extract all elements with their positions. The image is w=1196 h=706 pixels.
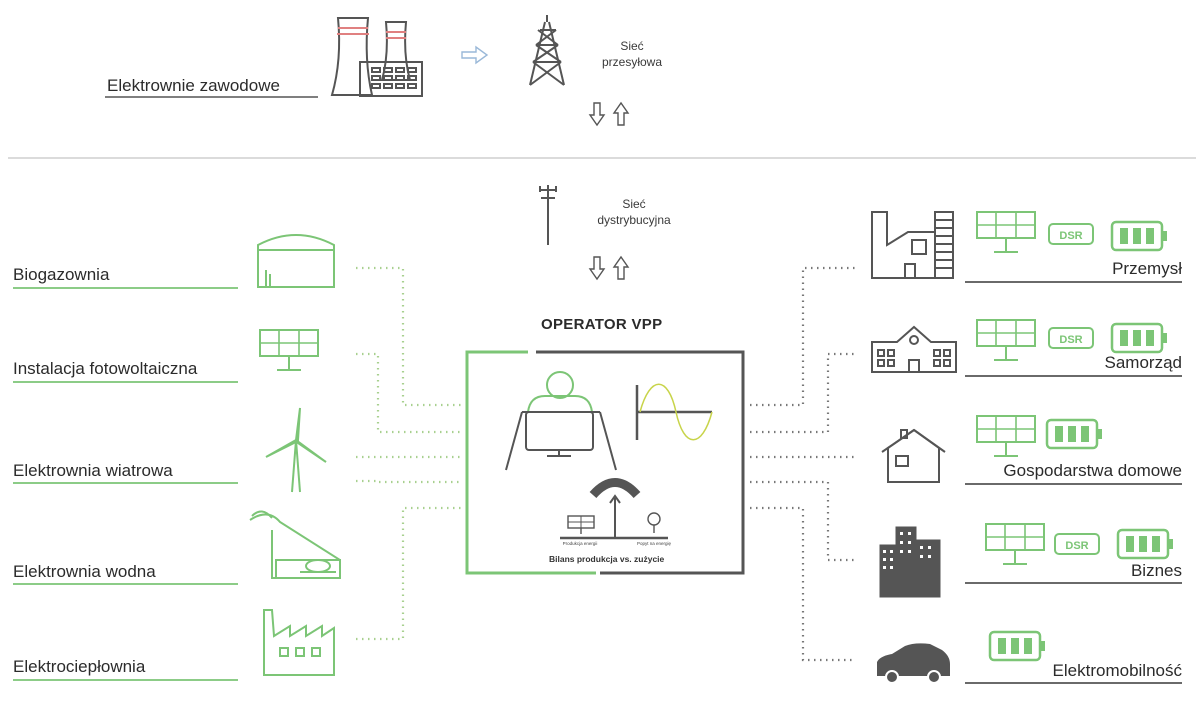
battery-icon bbox=[1110, 220, 1169, 252]
solar-panel-icon bbox=[976, 319, 1036, 361]
source-underlines bbox=[13, 287, 238, 681]
house-icon bbox=[881, 428, 946, 483]
arrow-up-icon bbox=[613, 256, 629, 280]
solar-panel-icon bbox=[985, 523, 1045, 565]
battery-icon bbox=[1045, 418, 1104, 450]
factory-icon bbox=[871, 211, 954, 279]
sine-wave-icon bbox=[635, 383, 713, 441]
consumer-label-business: Biznes bbox=[1130, 561, 1182, 580]
distribution-pole-icon bbox=[539, 185, 557, 245]
arrow-up-icon bbox=[613, 102, 629, 126]
distribution-label: Sieć dystrybucyjna bbox=[586, 196, 682, 228]
source-label-solar: Instalacja fotowoltaiczna bbox=[13, 359, 198, 378]
solar-panel-icon bbox=[976, 415, 1036, 457]
transmission-label: Sieć przesyłowa bbox=[597, 38, 667, 70]
dsr-badge: DSR bbox=[1048, 327, 1094, 349]
source-connectors bbox=[356, 266, 462, 641]
battery-icon bbox=[988, 630, 1047, 662]
consumer-label-municipality: Samorząd bbox=[1104, 353, 1182, 372]
transmission-label-line-1: Sieć bbox=[620, 39, 644, 53]
consumer-label-industry: Przemysł bbox=[1112, 259, 1182, 278]
car-icon bbox=[877, 643, 950, 684]
operator-box bbox=[465, 350, 745, 575]
operator-person-icon bbox=[505, 371, 617, 471]
balance-caption: Bilans produkcja vs. zużycie bbox=[549, 554, 665, 564]
consumption-small-label: Popyt na energię bbox=[636, 541, 672, 546]
dsr-badge: DSR bbox=[1054, 533, 1100, 555]
arrow-right-icon bbox=[461, 45, 489, 65]
consumer-connectors bbox=[750, 266, 855, 662]
school-building-icon bbox=[871, 325, 957, 373]
consumer-underlines bbox=[965, 281, 1182, 684]
battery-icon bbox=[1110, 322, 1169, 354]
hydro-plant-icon bbox=[249, 510, 341, 579]
wind-turbine-icon bbox=[265, 407, 327, 493]
source-label-biogas: Biogazownia bbox=[13, 265, 110, 284]
solar-panel-icon bbox=[259, 329, 319, 371]
transmission-tower-icon bbox=[529, 15, 565, 86]
source-label-hydro: Elektrownia wodna bbox=[13, 562, 156, 581]
battery-icon bbox=[1116, 528, 1175, 560]
distribution-label-line-2: dystrybucyjna bbox=[597, 213, 671, 227]
distribution-label-line-1: Sieć bbox=[622, 197, 646, 211]
solar-panel-icon bbox=[976, 211, 1036, 253]
source-label-wind: Elektrownia wiatrowa bbox=[13, 461, 173, 480]
arrow-down-icon bbox=[589, 256, 605, 280]
operator-title: OPERATOR VPP bbox=[541, 316, 663, 333]
biogas-plant-icon bbox=[257, 234, 335, 288]
plants-label: Elektrownie zawodowe bbox=[107, 76, 280, 95]
consumer-label-emobility: Elektromobilność bbox=[1052, 661, 1182, 680]
production-small-label: Produkcja energii bbox=[562, 541, 598, 546]
office-buildings-icon bbox=[879, 526, 941, 598]
transmission-label-line-2: przesyłowa bbox=[601, 55, 663, 69]
dsr-badge: DSR bbox=[1048, 223, 1094, 245]
source-label-chp: Elektrociepłownia bbox=[13, 657, 146, 676]
power-plant-icon bbox=[330, 17, 423, 97]
chp-plant-icon bbox=[263, 609, 335, 676]
balance-scale-icon bbox=[560, 478, 668, 540]
consumer-label-households: Gospodarstwa domowe bbox=[1003, 461, 1182, 480]
arrow-down-icon bbox=[589, 102, 605, 126]
